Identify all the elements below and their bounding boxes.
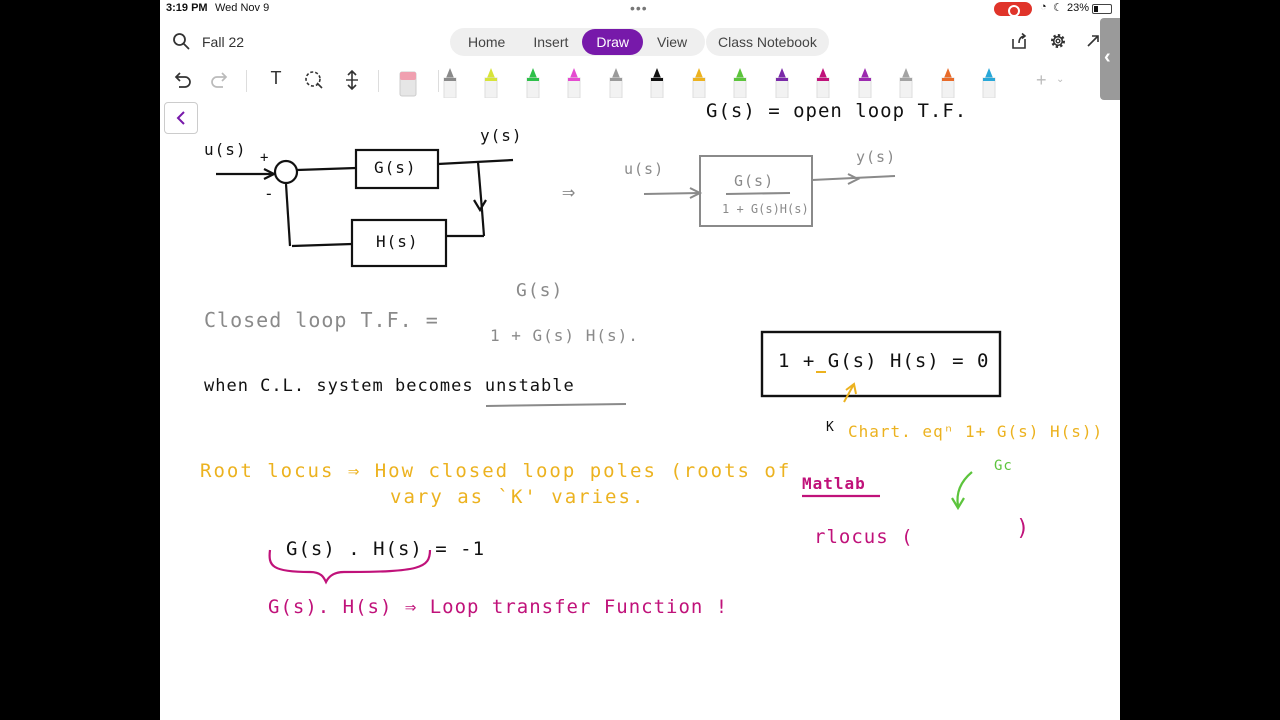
pen-blue[interactable] (979, 64, 999, 98)
battery-icon (1092, 4, 1112, 14)
note-open-loop: G(s) = open loop T.F. (706, 100, 968, 122)
tab-draw[interactable]: Draw (582, 29, 644, 55)
note-frac-num: G(s) (734, 172, 775, 190)
lasso-select-icon[interactable] (302, 68, 326, 92)
eraser-tool[interactable] (398, 64, 418, 98)
tab-home[interactable]: Home (468, 34, 506, 50)
char-eq-box-ink (760, 330, 1002, 398)
highlighter-yellow-green[interactable] (481, 64, 501, 98)
expand-icon[interactable] (1086, 34, 1100, 48)
note-root-locus-line1: Root locus ⇒ How closed loop poles (root… (200, 460, 792, 482)
pen-black[interactable] (647, 64, 667, 98)
note-g-block: G(s) (374, 158, 417, 177)
pen-violet[interactable] (855, 64, 875, 98)
chevron-left-icon: ‹ (1104, 46, 1111, 68)
battery-percent: 23% (1067, 2, 1090, 14)
note-closed-num: G(s) (516, 280, 564, 301)
pen-gray[interactable] (606, 64, 626, 98)
note-k-mark: K (826, 420, 835, 435)
status-date: Wed Nov 9 (215, 2, 270, 14)
green-arrow-ink (951, 471, 973, 511)
note-h-block: H(s) (376, 232, 419, 251)
note-green-gc: Gc (994, 458, 1013, 474)
notebook-title[interactable]: Fall 22 (202, 34, 245, 50)
note-canvas[interactable]: G(s) = open loop T.F. u(s) y(s) + - G(s)… (160, 98, 1120, 720)
side-panel-handle[interactable]: ‹ (1100, 18, 1120, 100)
status-time: 3:19 PM (166, 2, 208, 14)
undo-icon[interactable] (170, 68, 194, 92)
note-closed-loop-lhs: Closed loop T.F. = (204, 308, 439, 332)
note-char-eq-yellow: Chart. eqⁿ 1+ G(s) H(s)) (848, 422, 1104, 441)
equivalent-block-ink (485, 155, 896, 407)
top-navigation: Fall 22 Home Insert Draw View Class Note… (160, 22, 1120, 62)
toolbar-divider (438, 70, 439, 92)
note-rlocus-close: ) (1016, 516, 1031, 541)
pen-magenta[interactable] (813, 64, 833, 98)
text-tool-icon[interactable]: T (270, 68, 282, 88)
pen-green[interactable] (730, 64, 750, 98)
note-when-unstable: when C.L. system becomes unstable (204, 376, 575, 396)
yellow-annotation-ink (816, 371, 857, 403)
insert-space-icon[interactable] (340, 68, 364, 92)
block-diagram-ink (216, 148, 514, 268)
chevron-down-icon[interactable]: ⌄ (1056, 74, 1065, 85)
tab-view[interactable]: View (657, 34, 688, 50)
note-u-label: u(s) (204, 140, 247, 159)
status-bar: 3:19 PM Wed Nov 9 ••• ◔ ☾ 23% (160, 0, 1120, 18)
note-u2-label: u(s) (624, 160, 665, 178)
ribbon-tabs: Home Insert Draw View (450, 28, 706, 56)
note-root-locus-line2: vary as `K' varies. (390, 486, 646, 508)
chevron-left-icon (176, 111, 185, 125)
gear-icon[interactable] (1049, 32, 1067, 50)
pen-purple[interactable] (772, 64, 792, 98)
note-closed-den: 1 + G(s) H(s). (490, 326, 639, 345)
onenote-ipad-screen: 3:19 PM Wed Nov 9 ••• ◔ ☾ 23% Fall 22 Ho… (160, 0, 1120, 720)
pen-light-gray[interactable] (896, 64, 916, 98)
note-minus: - (264, 184, 275, 203)
back-button[interactable] (164, 102, 198, 134)
pen-gray-a[interactable] (440, 64, 460, 98)
note-rlocus: rlocus ( (814, 526, 914, 548)
screen-recording-icon[interactable] (994, 2, 1032, 17)
note-matlab: Matlab (802, 474, 866, 493)
highlighter-green[interactable] (523, 64, 543, 98)
focus-moon-icon: ☾ (1053, 2, 1063, 14)
note-char-eq: 1 + G(s) H(s) = 0 (778, 350, 990, 372)
note-implies: ⇒ (562, 180, 577, 205)
note-loop-transfer-function: G(s). H(s) ⇒ Loop transfer Function ! (268, 596, 729, 618)
note-y-label: y(s) (480, 126, 523, 145)
tab-insert[interactable]: Insert (533, 34, 569, 50)
note-plus: + (260, 150, 270, 166)
redo-icon[interactable] (208, 68, 232, 92)
pen-yellow[interactable] (689, 64, 709, 98)
highlighter-pink[interactable] (564, 64, 584, 98)
share-icon[interactable] (1010, 32, 1028, 50)
class-notebook-button[interactable]: Class Notebook (706, 28, 829, 56)
wifi-icon: ◔ (1040, 1, 1047, 13)
draw-toolbar: T + ⌄ (160, 62, 1120, 98)
multitasking-dots-icon[interactable]: ••• (630, 0, 648, 16)
note-gh-equals-minus-one: G(s) . H(s) = -1 (286, 538, 486, 560)
toolbar-divider (246, 70, 247, 92)
note-frac-den: 1 + G(s)H(s) (722, 202, 809, 216)
toolbar-divider (378, 70, 379, 92)
note-y2-label: y(s) (856, 148, 897, 166)
brace-ink (268, 549, 432, 585)
search-icon[interactable] (172, 32, 190, 50)
add-pen-icon[interactable]: + (1036, 70, 1047, 90)
pen-orange[interactable] (938, 64, 958, 98)
ink-drawing (216, 148, 1002, 585)
